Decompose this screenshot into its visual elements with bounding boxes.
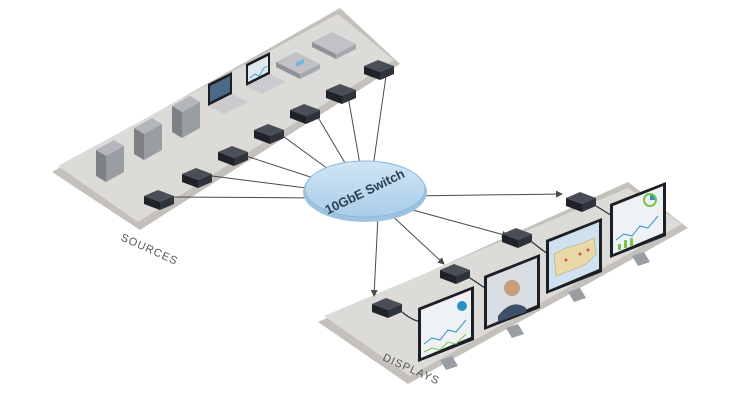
appliance-icon <box>276 52 320 79</box>
laptop-icon <box>246 52 286 94</box>
monitor-video-call <box>484 254 540 338</box>
switch <box>303 160 427 222</box>
extender-icon <box>326 84 356 104</box>
arrow-display-2 <box>387 211 445 265</box>
extender-icon <box>566 192 596 212</box>
monitor-dashboard <box>418 286 474 370</box>
arrow-display-3 <box>397 205 509 238</box>
sources-label: SOURCES <box>119 232 180 268</box>
arrow-source-7 <box>369 75 387 175</box>
monitor-map <box>546 218 602 302</box>
laptop-icon <box>208 72 248 114</box>
extender-icon <box>182 168 212 188</box>
displays <box>418 182 666 370</box>
tower-icon <box>134 118 162 160</box>
appliance-icon <box>312 32 356 59</box>
monitor-analytics <box>610 182 666 266</box>
arrow-display-1 <box>370 215 379 297</box>
source-appliances <box>276 32 356 79</box>
extender-icon <box>364 60 394 80</box>
source-towers <box>96 96 200 182</box>
arrow-source-1 <box>171 194 323 202</box>
tower-icon <box>96 140 124 182</box>
extender-icon <box>440 264 470 284</box>
source-extenders <box>144 60 394 210</box>
display-extenders <box>372 192 596 318</box>
tower-icon <box>172 96 200 138</box>
source-laptops <box>208 52 286 114</box>
extender-icon <box>502 228 532 248</box>
extender-icon <box>290 104 320 124</box>
extender-icon <box>218 146 248 166</box>
person-icon <box>504 280 520 296</box>
arrow-display-4 <box>405 190 563 198</box>
display-arrows <box>370 190 563 297</box>
extender-icon <box>372 298 402 318</box>
extender-icon <box>254 124 284 144</box>
extender-icon <box>144 190 174 210</box>
